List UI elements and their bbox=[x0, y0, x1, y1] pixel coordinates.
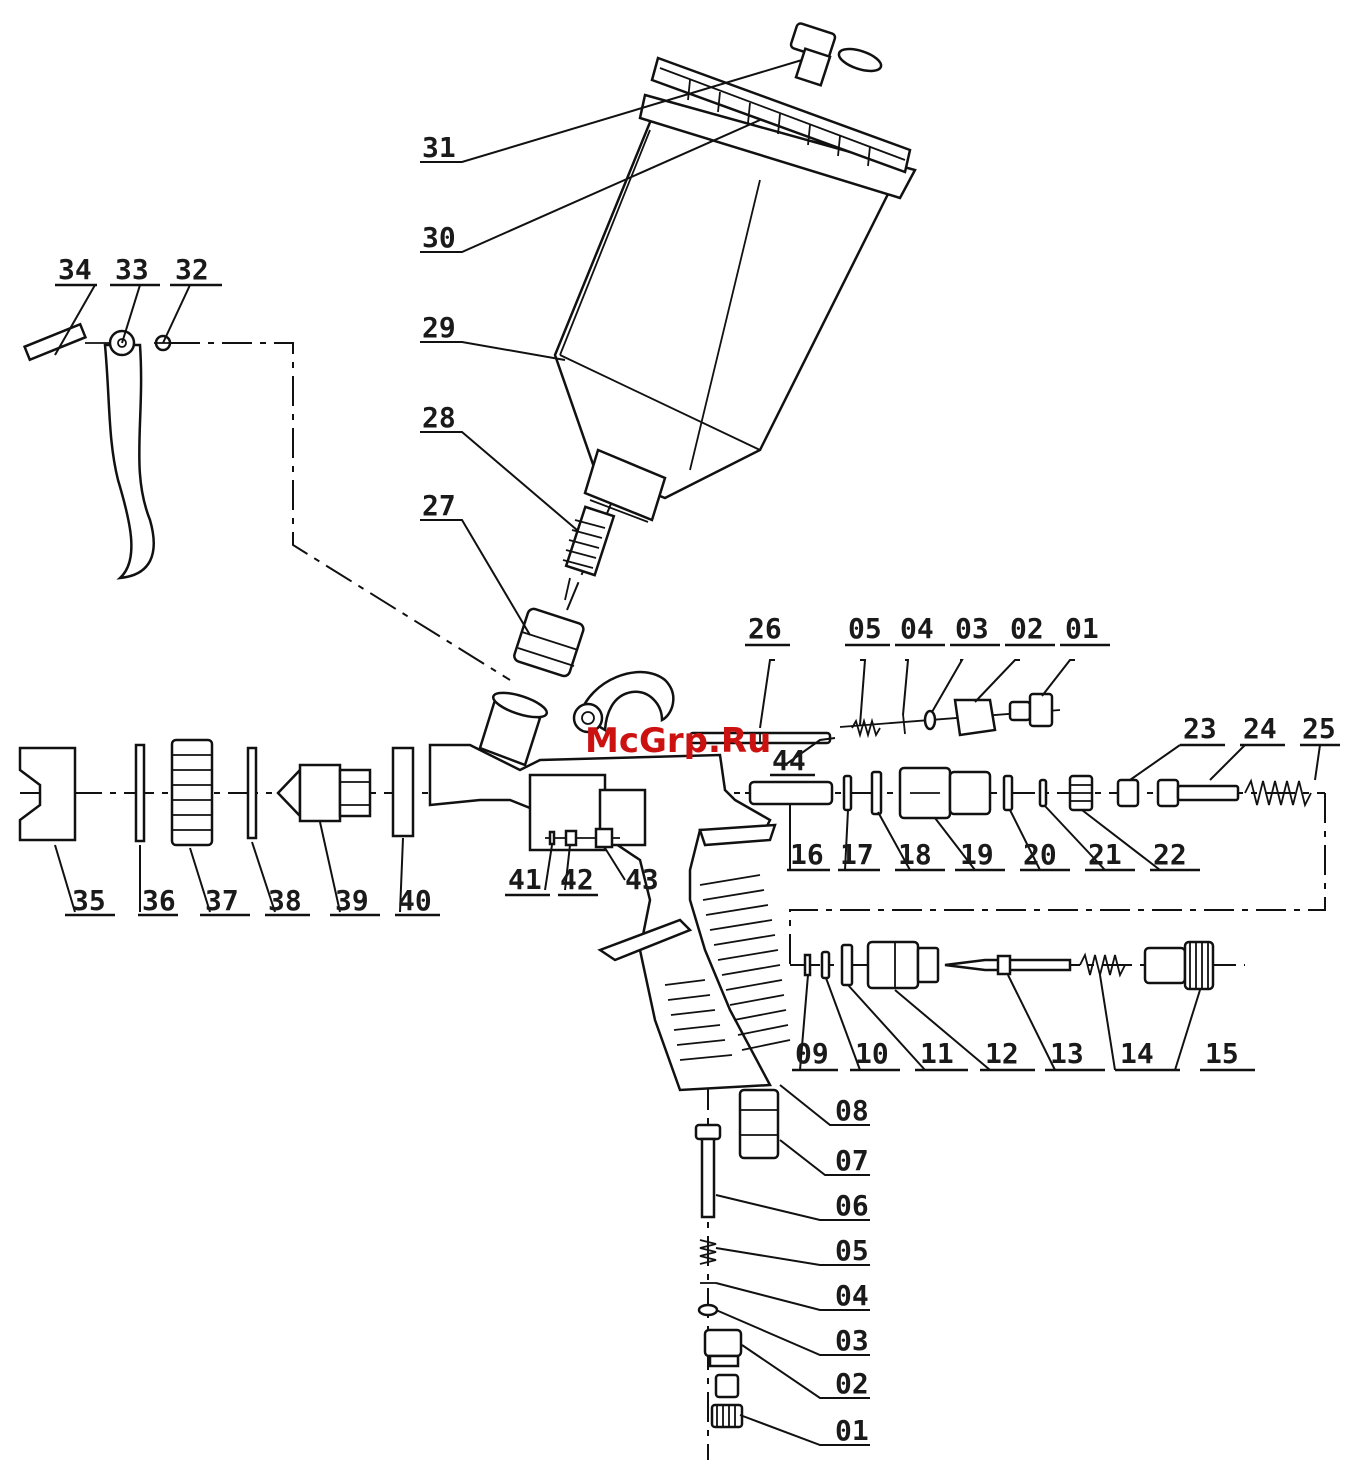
label-14: 14 bbox=[1120, 1037, 1154, 1070]
label-35: 35 bbox=[72, 884, 106, 917]
cup-filter bbox=[563, 507, 614, 600]
label-03-top: 03 bbox=[955, 612, 989, 645]
label-13: 13 bbox=[1050, 1037, 1084, 1070]
label-30: 30 bbox=[422, 221, 456, 254]
label-37: 37 bbox=[205, 884, 239, 917]
label-15: 15 bbox=[1205, 1037, 1239, 1070]
label-33: 33 bbox=[115, 253, 149, 286]
label-41: 41 bbox=[508, 863, 542, 896]
label-19: 19 bbox=[960, 838, 994, 871]
label-28: 28 bbox=[422, 401, 456, 434]
label-18: 18 bbox=[898, 838, 932, 871]
paint-cup bbox=[555, 22, 915, 522]
cup-adapter bbox=[513, 607, 585, 677]
label-23: 23 bbox=[1183, 712, 1217, 745]
label-34: 34 bbox=[58, 253, 92, 286]
label-02-bottom: 02 bbox=[835, 1367, 869, 1400]
label-27: 27 bbox=[422, 489, 456, 522]
label-04-bottom: 04 bbox=[835, 1279, 869, 1312]
ring-36 bbox=[136, 745, 144, 841]
retaining-ring-37 bbox=[172, 740, 212, 845]
label-43: 43 bbox=[625, 863, 659, 896]
label-42: 42 bbox=[560, 863, 594, 896]
label-05-top: 05 bbox=[848, 612, 882, 645]
label-01-bottom: 01 bbox=[835, 1414, 869, 1447]
label-05-bottom: 05 bbox=[835, 1234, 869, 1267]
label-02-top: 02 bbox=[1010, 612, 1044, 645]
seal-40 bbox=[393, 748, 413, 836]
trigger bbox=[25, 324, 172, 578]
label-01-top: 01 bbox=[1065, 612, 1099, 645]
label-40: 40 bbox=[398, 884, 432, 917]
watermark: McGrp.Ru bbox=[585, 721, 771, 761]
top-regulator-row bbox=[840, 694, 1060, 735]
label-25: 25 bbox=[1302, 712, 1336, 745]
bottom-valve-column bbox=[696, 1090, 778, 1427]
label-38: 38 bbox=[268, 884, 302, 917]
label-44: 44 bbox=[772, 744, 806, 777]
label-07: 07 bbox=[835, 1144, 869, 1177]
label-39: 39 bbox=[335, 884, 369, 917]
label-03-bottom: 03 bbox=[835, 1324, 869, 1357]
label-16: 16 bbox=[790, 838, 824, 871]
label-10: 10 bbox=[855, 1037, 889, 1070]
label-21: 21 bbox=[1088, 838, 1122, 871]
label-29: 29 bbox=[422, 311, 456, 344]
ring-38 bbox=[248, 748, 256, 838]
label-31: 31 bbox=[422, 131, 456, 164]
label-17: 17 bbox=[840, 838, 874, 871]
label-12: 12 bbox=[985, 1037, 1019, 1070]
label-20: 20 bbox=[1023, 838, 1057, 871]
label-04-top: 04 bbox=[900, 612, 934, 645]
label-26: 26 bbox=[748, 612, 782, 645]
label-11: 11 bbox=[920, 1037, 954, 1070]
label-08: 08 bbox=[835, 1094, 869, 1127]
label-06: 06 bbox=[835, 1189, 869, 1222]
label-22: 22 bbox=[1153, 838, 1187, 871]
fluid-nozzle-39 bbox=[278, 765, 370, 821]
label-36: 36 bbox=[142, 884, 176, 917]
label-32: 32 bbox=[175, 253, 209, 286]
label-24: 24 bbox=[1243, 712, 1277, 745]
label-09: 09 bbox=[795, 1037, 829, 1070]
